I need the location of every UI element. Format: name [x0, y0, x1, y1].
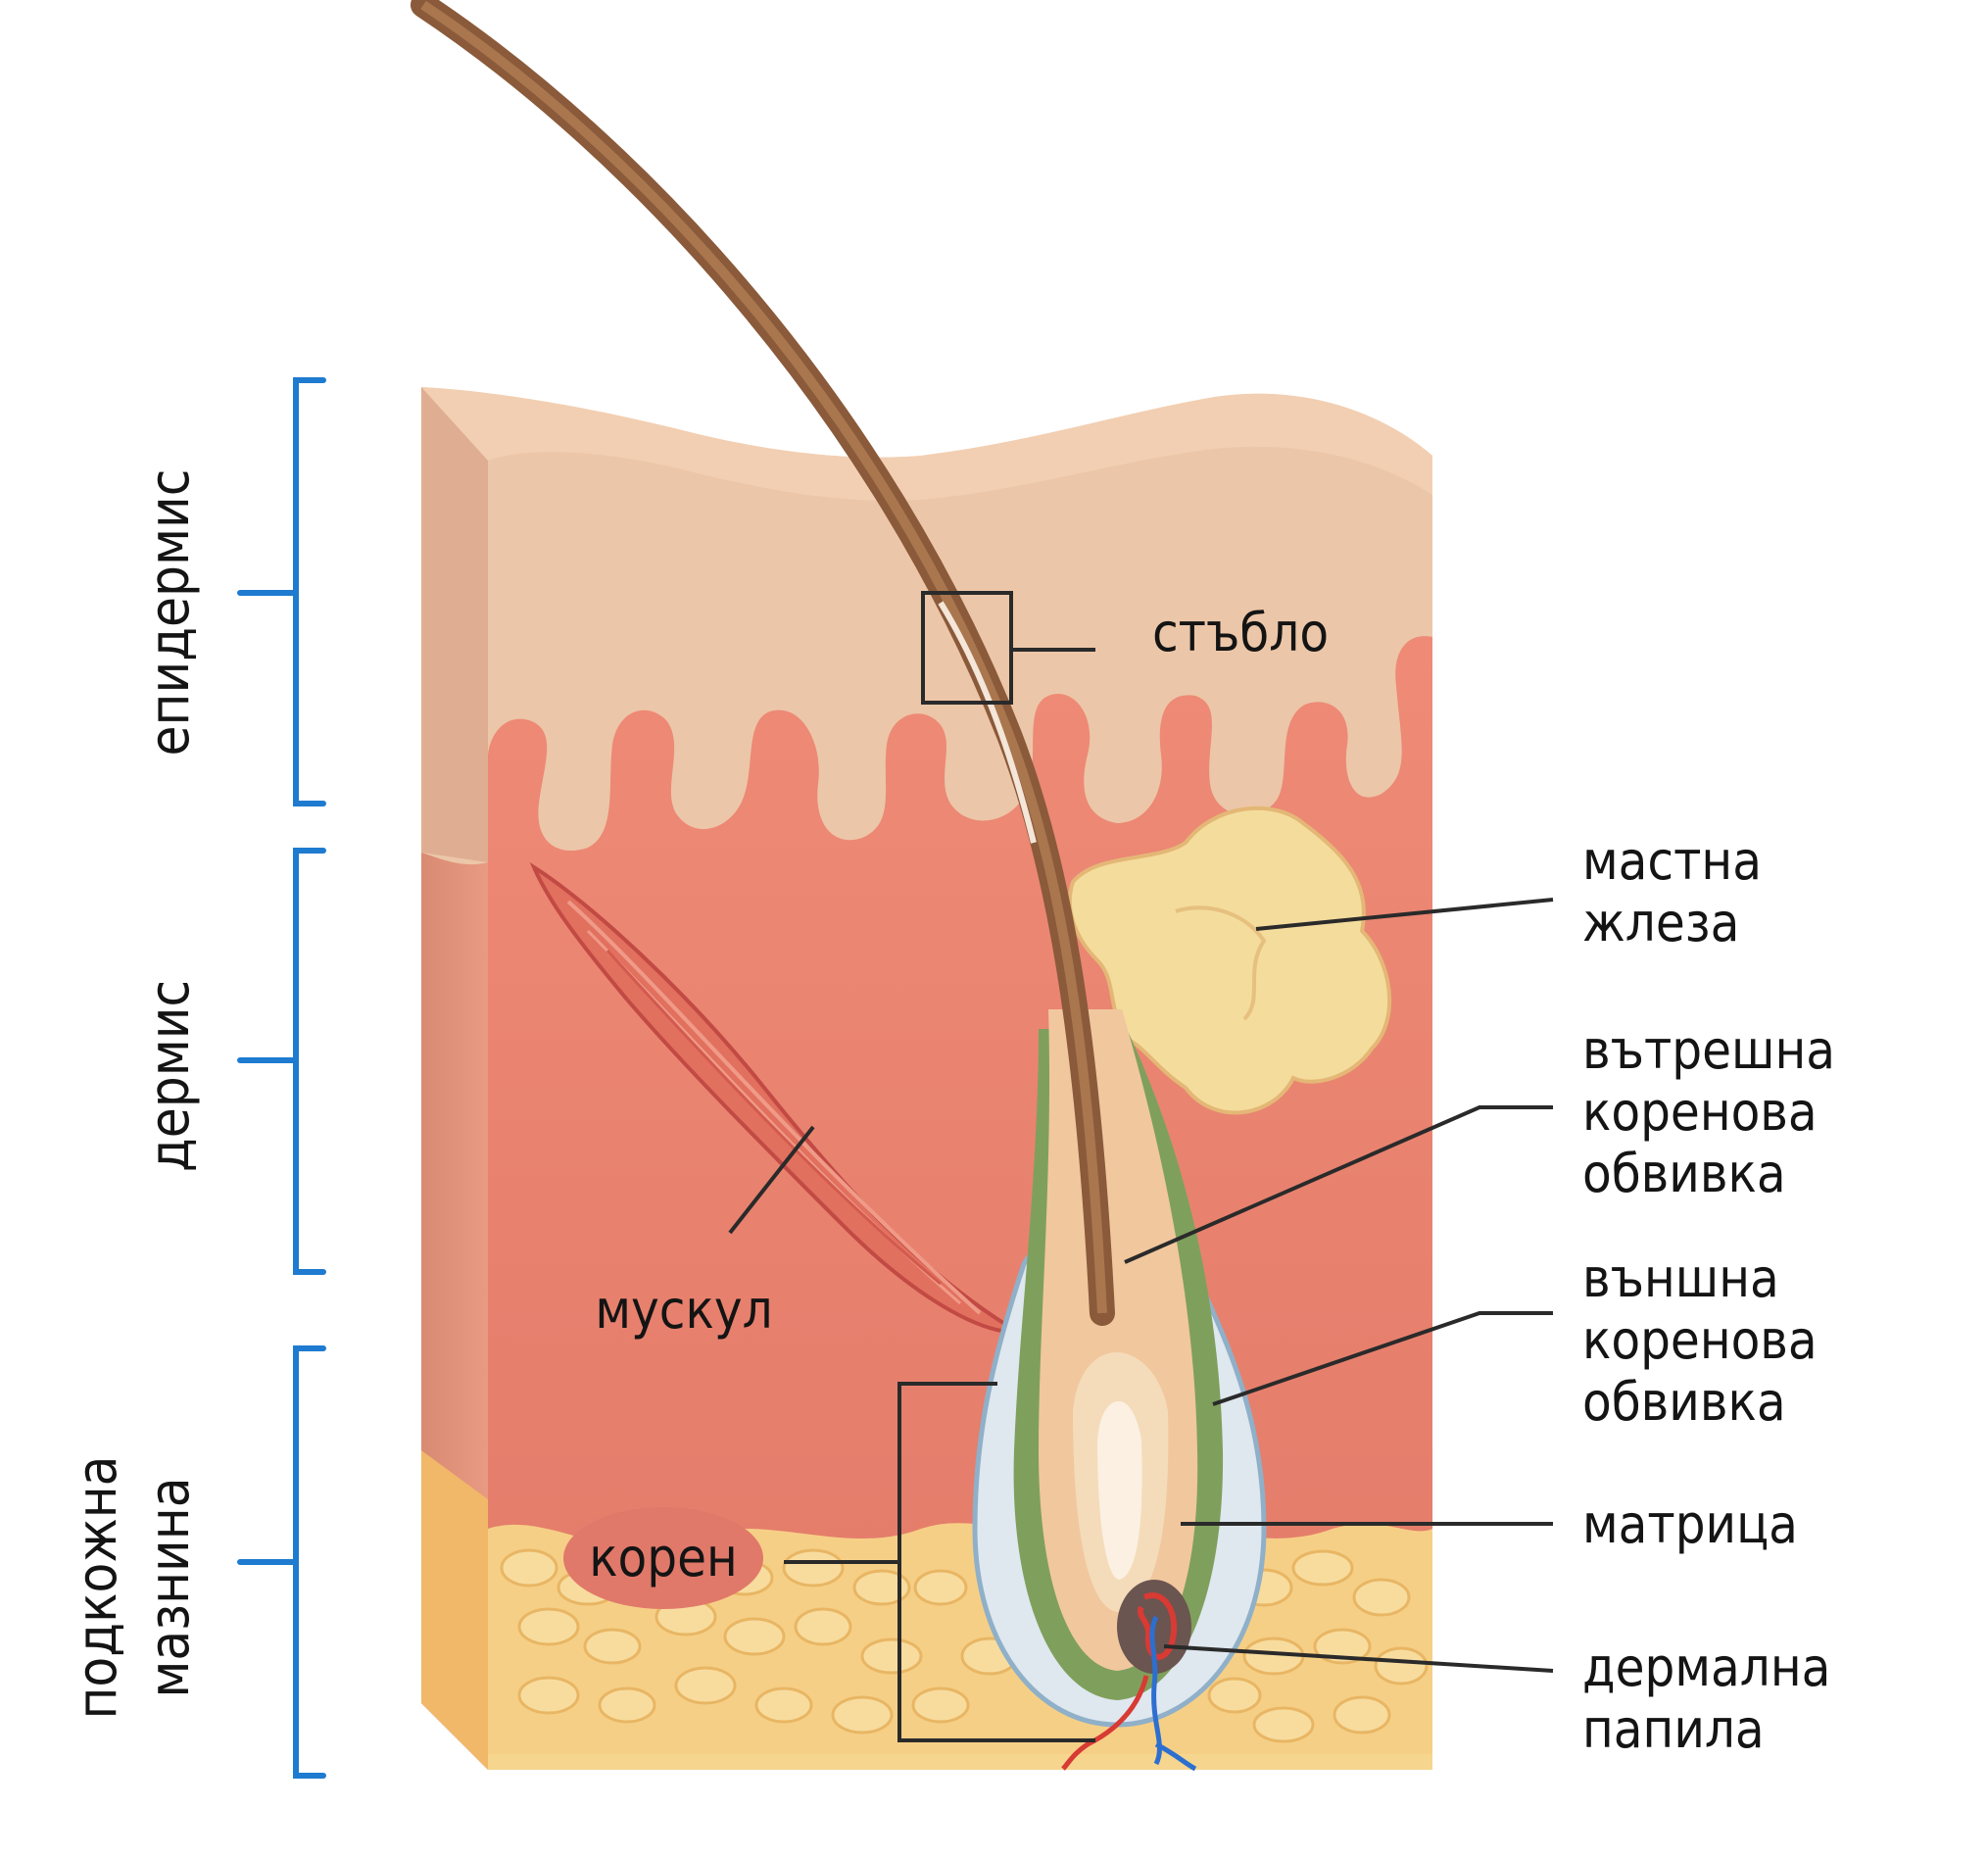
- outer-sheath-leader: [1212, 1311, 1553, 1406]
- papilla-label-line1: дермална: [1582, 1637, 1830, 1698]
- inner-sheath-label-line2: коренова: [1582, 1081, 1818, 1143]
- outer-sheath-label-line1: външна: [1582, 1247, 1779, 1309]
- epidermis-layer: [421, 387, 1432, 865]
- epidermis-bracket: [237, 377, 326, 806]
- root-label-background: [563, 1507, 763, 1609]
- arrector-muscle-illustration: [529, 861, 1027, 1336]
- dermal-papilla-illustration: [1061, 1580, 1197, 1772]
- hypodermis-bracket: [237, 1345, 326, 1779]
- sebaceous-leader: [1255, 898, 1554, 931]
- papilla-label-line2: папила: [1582, 1698, 1765, 1760]
- dermis-bracket: [237, 848, 326, 1275]
- epidermis-label: епидермис: [138, 469, 202, 757]
- shaft-label-background: [1097, 588, 1383, 684]
- hypodermis-label-line1: подкожна: [66, 1455, 129, 1719]
- outer-sheath-label-line3: обвивка: [1582, 1371, 1786, 1433]
- hypodermis-label-line2: мазнина: [138, 1477, 202, 1697]
- root-bracket: [784, 1382, 1095, 1742]
- dermis-label: дермис: [138, 980, 202, 1172]
- root-label: корен: [589, 1527, 738, 1588]
- papilla-leader: [1163, 1644, 1554, 1673]
- inner-sheath-leader: [1124, 1105, 1553, 1264]
- skin-block-illustration: [411, 0, 1432, 1772]
- hair-follicle-illustration: [972, 1009, 1267, 1772]
- muscle-leader: [728, 1125, 815, 1235]
- sebaceous-label-line2: жлеза: [1582, 892, 1739, 953]
- shaft-label: стъбло: [1152, 602, 1329, 663]
- inner-sheath-label-line1: вътрешна: [1582, 1019, 1835, 1081]
- outer-sheath-label-line2: коренова: [1582, 1309, 1818, 1371]
- muscle-label: мускул: [595, 1279, 772, 1341]
- sebaceous-label-line1: мастна: [1582, 830, 1762, 892]
- inner-sheath-label-line3: обвивка: [1582, 1143, 1786, 1204]
- hair-shaft-illustration: [411, 0, 1115, 1326]
- matrix-label: матрица: [1582, 1493, 1798, 1555]
